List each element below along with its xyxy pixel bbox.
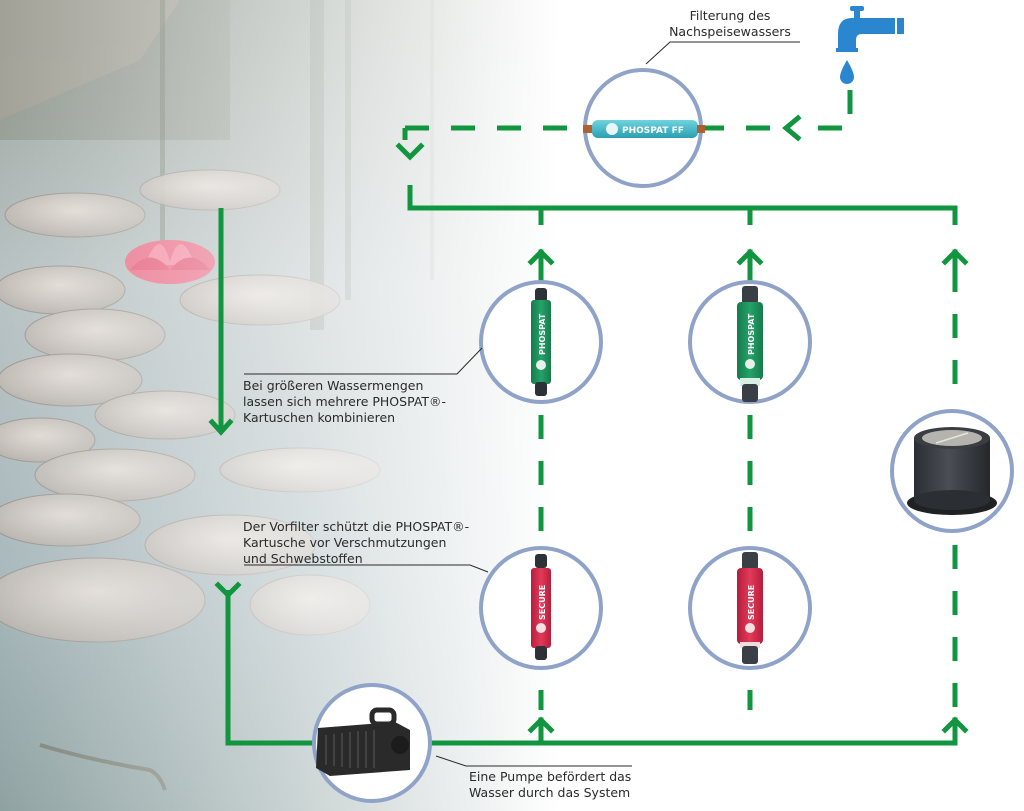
pump-circle [312, 683, 432, 803]
main-supply-line [407, 185, 958, 225]
secure-prefilter-1-circle: SECURE [479, 546, 603, 670]
arrow-down-icon [395, 142, 425, 161]
prefilter-basket-circle [890, 409, 1014, 533]
phospat-2-text: PHOSPAT [747, 313, 756, 355]
phospat-cartridge-1-circle: PHOSPAT [479, 280, 603, 404]
secure-1-text: SECURE [538, 585, 547, 620]
secure-prefilter-2-circle: SECURE [688, 546, 812, 670]
callout-lines [244, 41, 800, 767]
label-combine-cartridges: Bei größeren Wassermengen lassen sich me… [243, 378, 447, 425]
label-pump: Eine Pumpe befördert das Wasser durch da… [469, 769, 632, 800]
label-prefilter: Der Vorfilter schützt die PHOSPAT®- Kart… [243, 519, 470, 566]
faucet-drop-dashed [810, 90, 853, 131]
label-top-filter: Filterung des Nachspeisewassers [669, 8, 791, 39]
callout-line-combine [244, 347, 483, 375]
arrow-up-icon [214, 581, 242, 599]
faucet-icon [836, 6, 904, 84]
flow-lines [218, 90, 958, 746]
phospat-ff-text: PHOSPAT FF [622, 126, 684, 136]
callout-line-pump [435, 755, 632, 767]
phospat-cartridge-2-circle: PHOSPAT [688, 280, 812, 404]
callout-line-prefilter [244, 564, 489, 573]
phospat-1-text: PHOSPAT [538, 313, 547, 355]
arrow-left-icon [782, 114, 802, 142]
arrow-down-icon [208, 418, 234, 436]
flow-arrows [208, 114, 969, 743]
phospat-ff-circle: PHOSPAT FF [583, 68, 705, 188]
callout-line-top [645, 41, 800, 65]
secure-2-text: SECURE [747, 585, 756, 620]
